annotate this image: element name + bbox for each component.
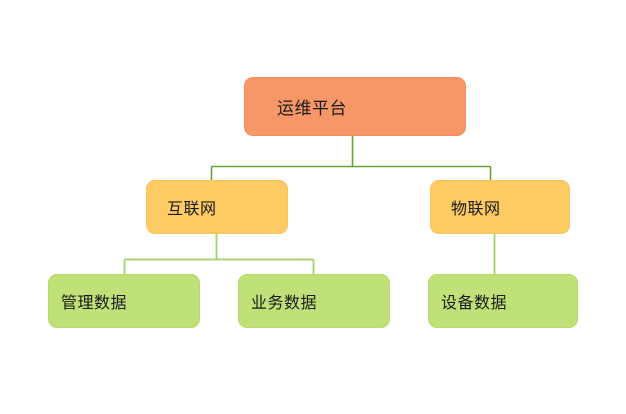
node-label: 物联网 [451,199,501,218]
edge-internet-to-children [123,234,315,274]
node-label: 业务数据 [251,293,318,312]
node-device-data[interactable]: 设备数据 [428,274,578,328]
node-business-data[interactable]: 业务数据 [238,274,390,328]
node-management-data[interactable]: 管理数据 [48,274,200,328]
node-root-ops-platform[interactable]: 运维平台 [244,77,466,136]
edge-root-to-level2 [210,136,492,180]
node-label: 互联网 [167,199,217,218]
node-label: 设备数据 [441,293,508,312]
node-label: 管理数据 [61,293,128,312]
node-iot[interactable]: 物联网 [430,180,570,234]
node-label: 运维平台 [277,99,347,119]
node-internet[interactable]: 互联网 [146,180,288,234]
